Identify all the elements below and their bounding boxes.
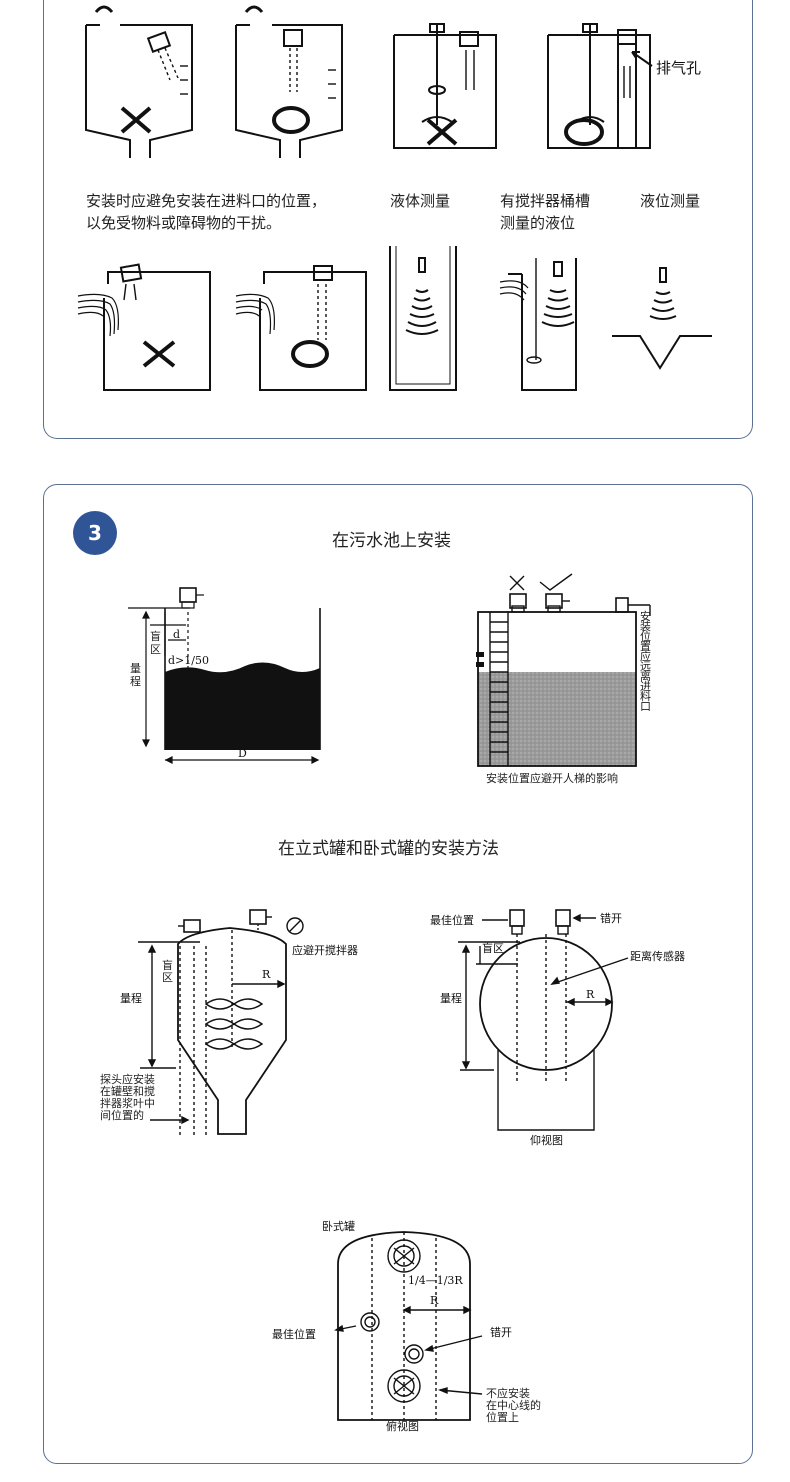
pool-D-label: D bbox=[238, 747, 247, 760]
pool-blind-label: 盲 区 bbox=[150, 630, 161, 656]
ladder-caption: 安装位置应避开人梯的影响 bbox=[486, 772, 618, 785]
vertical-range-label: 量程 bbox=[120, 992, 142, 1005]
horizontal-wrong-label: 错开 bbox=[490, 1325, 512, 1339]
horizontal-view-caption: 俯视图 bbox=[386, 1419, 419, 1433]
title-sewage-pool: 在污水池上安装 bbox=[332, 531, 451, 551]
caption-level-measure: 液位测量 bbox=[640, 192, 701, 210]
horizontal-best-label: 最佳位置 bbox=[272, 1327, 316, 1341]
vertical-probe-note: 探头应安装 在罐壁和搅 拌器浆叶中 间位置的 bbox=[100, 1073, 155, 1122]
title-tank-methods: 在立式罐和卧式罐的安装方法 bbox=[278, 839, 499, 859]
vertical-blind-label: 盲 区 bbox=[162, 959, 173, 984]
bottom-range-label: 量程 bbox=[440, 992, 462, 1005]
bottom-distance-label: 距离传感器 bbox=[630, 949, 685, 963]
caption-liquid-measure: 液体测量 bbox=[390, 192, 451, 210]
caption-agitator-tank: 有搅拌器桶槽 测量的液位 bbox=[500, 192, 591, 232]
top-panel bbox=[43, 0, 753, 439]
section-number-badge: 3 bbox=[73, 511, 117, 555]
avoid-agitator-label: 应避开搅拌器 bbox=[292, 943, 358, 957]
bottom-blind-label: 盲区 bbox=[482, 941, 504, 955]
vertical-R-label: R bbox=[262, 968, 271, 981]
bottom-view-caption: 仰视图 bbox=[530, 1133, 563, 1147]
caption-avoid-inlet: 安装时应避免安装在进料口的位置， 以免受物料或障碍物的干扰。 bbox=[86, 192, 327, 232]
horizontal-title: 卧式罐 bbox=[322, 1220, 355, 1233]
section-3-panel bbox=[43, 484, 753, 1464]
horizontal-R-label: R bbox=[430, 1294, 439, 1307]
pool-d-label: d bbox=[173, 628, 180, 641]
bottom-wrong-label: 错开 bbox=[600, 911, 622, 925]
horizontal-ratio-label: 1/4—1/3R bbox=[408, 1274, 463, 1287]
vent-label: 排气孔 bbox=[656, 59, 701, 77]
bottom-best-label: 最佳位置 bbox=[430, 913, 474, 927]
horizontal-not-center-note: 不应安装 在中心线的 位置上 bbox=[486, 1387, 541, 1424]
bottom-R-label: R bbox=[586, 988, 595, 1001]
pool-range-label: 量 程 bbox=[130, 662, 141, 688]
ladder-note: 安 装 位 置 应 远 离 进 料 口 bbox=[640, 610, 651, 713]
pool-ratio-label: d>1/50 bbox=[168, 654, 209, 667]
